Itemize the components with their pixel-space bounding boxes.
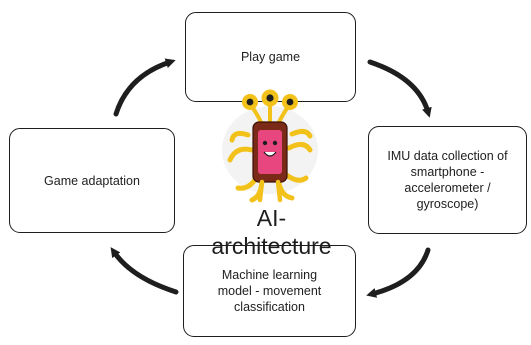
- node-game-adaptation: Game adaptation: [9, 128, 175, 233]
- node-play-game: Play game: [185, 12, 356, 102]
- center-label-ai-architecture: AI-architecture: [211, 205, 332, 259]
- node-imu-line4: gyroscope): [416, 197, 479, 211]
- node-imu-line1: IMU data collection of: [387, 149, 508, 163]
- node-ml-line3: classification: [234, 300, 305, 314]
- node-ml-line1: Machine learning: [221, 268, 318, 282]
- monster-eyes: [242, 89, 298, 110]
- arrow-imu-to-ml: [366, 247, 431, 298]
- node-game-adaptation-label: Game adaptation: [44, 173, 140, 188]
- node-play-game-label: Play game: [240, 50, 301, 64]
- node-ml-line2: model - movement: [217, 284, 322, 298]
- node-imu-line3: accelerometer /: [404, 181, 491, 195]
- node-ml-model: Machine learning model - movement classi…: [183, 245, 356, 337]
- arrow-ml-to-adaptation: [110, 247, 179, 295]
- node-imu-line2: smartphone -: [410, 165, 485, 179]
- arrow-play-to-imu: [367, 59, 432, 118]
- node-imu-data-collection: IMU data collection of smartphone - acce…: [368, 126, 527, 234]
- arrow-adaptation-to-play: [113, 58, 176, 117]
